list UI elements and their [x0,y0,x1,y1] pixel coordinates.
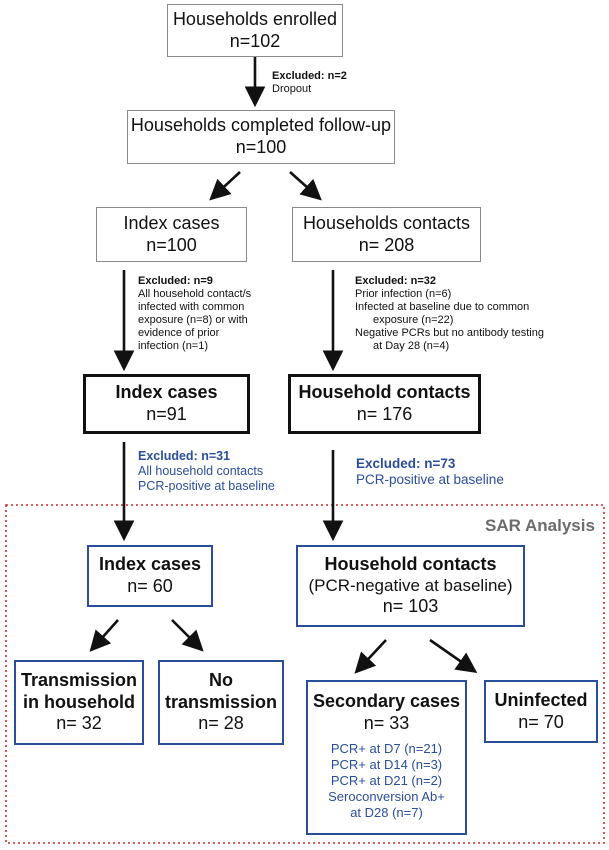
transmission-line-2: in household [23,691,135,712]
index-cases-box-3: Index cases n= 60 [87,545,213,607]
index-exclusion-line-2: infected with common [138,301,245,313]
transmission-count: n= 32 [56,713,102,734]
index-cases-box-2: Index cases n=91 [83,374,250,434]
household-contacts-title-3: Household contacts [324,553,497,574]
households-contacts-count-1: n= 208 [358,234,415,255]
contacts-exclusion-line-2: Infected at baseline due to common [355,301,530,313]
index-exclusion-line-4: evidence of prior [138,327,220,339]
households-enrolled-title: Households enrolled [172,8,338,29]
secondary-cases-count: n= 33 [363,712,410,733]
index-cases-count-3: n= 60 [127,576,173,596]
arrow-completed-to-index [209,171,241,201]
household-contacts-count-2: n= 176 [356,404,413,424]
uninfected-title: Uninfected [494,689,588,710]
index-pcr-exclusion-line-1: All household contacts [138,464,264,478]
index-exclusion-line-5: infection (n=1) [138,340,209,352]
contacts-pcr-exclusion-heading: Excluded: n=73 [356,456,456,471]
uninfected-count: n= 70 [518,711,564,732]
index-exclusion-note: Excluded: n=9 All household contact/s in… [138,275,251,353]
index-pcr-exclusion-heading: Excluded: n=31 [138,449,231,463]
dropout-exclusion-line: Dropout [272,83,312,95]
arrow-index3-to-no-transmission [171,619,204,652]
dropout-exclusion-heading: Excluded: n=2 [272,70,347,82]
household-contacts-subtitle-3: (PCR-negative at baseline) [308,575,513,595]
household-contacts-box-2: Household contacts n= 176 [288,374,481,434]
secondary-detail-d14: PCR+ at D14 (n=3) [330,756,443,772]
secondary-cases-box: Secondary cases n= 33 PCR+ at D7 (n=21) … [306,680,467,835]
index-cases-count-2: n=91 [146,404,187,424]
transmission-in-household-box: Transmission in household n= 32 [14,660,144,745]
household-contacts-title-2: Household contacts [298,382,471,403]
no-transmission-count: n= 28 [198,713,244,734]
secondary-detail-seroconversion: Seroconversion Ab+ [328,788,445,804]
secondary-detail-d28: at D28 (n=7) [350,804,423,820]
household-contacts-box-3: Household contacts (PCR-negative at base… [296,545,525,627]
index-cases-title-1: Index cases [123,212,220,233]
household-contacts-count-3: n= 103 [382,596,439,617]
contacts-pcr-exclusion-line-1: PCR-positive at baseline [356,472,504,487]
contacts-exclusion-note: Excluded: n=32 Prior infection (n=6) Inf… [355,275,544,353]
index-cases-count-1: n=100 [146,234,197,255]
households-enrolled-box: Households enrolled n=102 [167,4,343,57]
arrow-contacts3-to-uninfected [429,638,478,673]
arrow-contacts3-to-secondary [354,639,387,674]
index-exclusion-line-1: All household contact/s [138,288,252,300]
index-exclusion-line-3: exposure (n=8) or with [138,314,248,326]
sar-analysis-label: SAR Analysis [485,516,595,535]
sar-analysis-region [5,504,605,844]
contacts-exclusion-line-1: Prior infection (n=6) [355,288,452,300]
households-completed-box: Households completed follow-up n=100 [127,110,395,164]
index-pcr-exclusion-line-2: PCR-positive at baseline [138,479,275,493]
contacts-exclusion-heading: Excluded: n=32 [355,275,437,287]
contacts-exclusion-line-3: exposure (n=22) [373,314,454,326]
households-completed-count: n=100 [235,137,287,157]
secondary-cases-details: PCR+ at D7 (n=21) PCR+ at D14 (n=3) PCR+… [328,741,445,821]
households-enrolled-count: n=102 [229,30,281,51]
secondary-cases-title: Secondary cases [312,691,461,711]
no-transmission-box: No transmission n= 28 [158,660,284,745]
secondary-detail-d21: PCR+ at D21 (n=2) [330,772,443,788]
contacts-pcr-exclusion-note: Excluded: n=73 PCR-positive at baseline [356,456,504,488]
index-cases-title-2: Index cases [115,382,218,403]
households-contacts-box-1: Households contacts n= 208 [292,207,481,262]
households-contacts-title-1: Households contacts [302,212,471,233]
index-cases-box-1: Index cases n=100 [96,207,247,262]
dropout-exclusion-note: Excluded: n=2 Dropout [272,70,347,96]
contacts-exclusion-line-5: at Day 28 (n=4) [373,340,450,352]
no-transmission-line-2: transmission [164,691,278,712]
arrow-completed-to-contacts [289,171,322,201]
secondary-detail-d7: PCR+ at D7 (n=21) [330,740,443,756]
index-pcr-exclusion-note: Excluded: n=31 All household contacts PC… [138,449,275,494]
contacts-exclusion-line-4: Negative PCRs but no antibody testing [355,327,544,339]
index-exclusion-heading: Excluded: n=9 [138,275,213,287]
uninfected-box: Uninfected n= 70 [484,680,598,743]
transmission-line-1: Transmission [20,669,138,690]
index-cases-title-3: Index cases [98,554,202,575]
no-transmission-line-1: No [209,669,233,690]
households-completed-title: Households completed follow-up [130,115,392,136]
arrow-index3-to-transmission [89,619,119,652]
